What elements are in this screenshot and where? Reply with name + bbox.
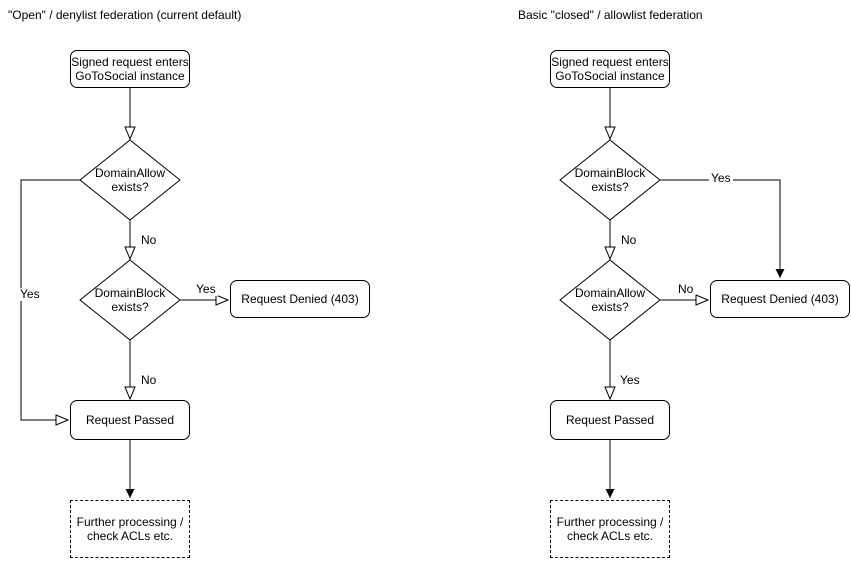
edge-label-decision2-no-right: No xyxy=(676,282,696,296)
decision2-diamond-right xyxy=(559,259,661,341)
edge-label-decision2-yes-left: Yes xyxy=(194,282,218,296)
start-node-right: Signed request enters GoToSocial instanc… xyxy=(550,50,670,88)
decision2-label-left: DomainBlock exists? xyxy=(94,286,166,314)
further-processing-node-left: Further processing / check ACLs etc. xyxy=(70,500,190,558)
request-denied-node-right: Request Denied (403) xyxy=(710,280,850,318)
decision2-label-right: DomainAllow exists? xyxy=(574,286,646,314)
left-chart-title: "Open" / denylist federation (current de… xyxy=(8,8,242,22)
further-processing-node-right: Further processing / check ACLs etc. xyxy=(550,500,670,558)
request-passed-node-right: Request Passed xyxy=(550,400,670,440)
edge-label-decision2-yes-right: Yes xyxy=(618,373,642,387)
right-chart-title: Basic "closed" / allowlist federation xyxy=(518,8,703,22)
edge-label-decision2-no-left: No xyxy=(139,373,159,387)
start-node-left: Signed request enters GoToSocial instanc… xyxy=(70,50,190,88)
request-passed-node-left: Request Passed xyxy=(70,400,190,440)
edge-decision1-yes-to-denied-right xyxy=(660,179,785,278)
decision1-diamond-right xyxy=(559,139,661,221)
decision-diamonds xyxy=(79,139,661,341)
decision1-label-right: DomainBlock exists? xyxy=(574,166,646,194)
edge-label-decision1-no-right: No xyxy=(619,233,639,247)
edge-label-decision1-no-left: No xyxy=(139,233,159,247)
decision1-label-left: DomainAllow exists? xyxy=(94,166,166,194)
edge-label-decision1-yes-left: Yes xyxy=(18,287,42,301)
right-flowchart-edges xyxy=(610,88,785,498)
decision2-diamond-left xyxy=(79,259,181,341)
request-denied-node-left: Request Denied (403) xyxy=(230,280,370,318)
decision1-diamond-left xyxy=(79,139,181,221)
edge-label-decision1-yes-right: Yes xyxy=(709,171,733,185)
